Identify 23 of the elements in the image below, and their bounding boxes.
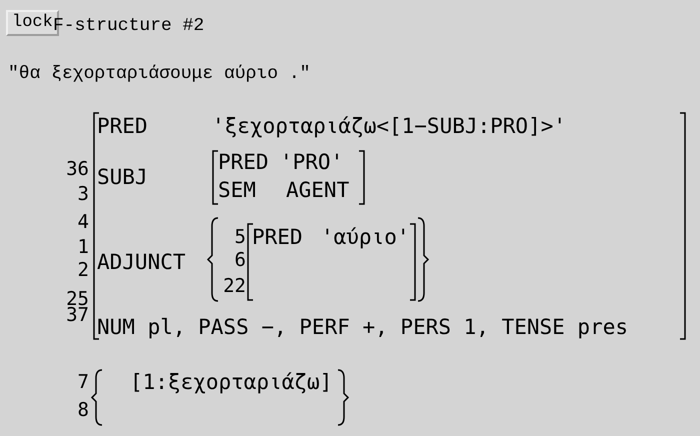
feature-text: PRED bbox=[97, 114, 148, 138]
sentence-text: "θα ξεχορταριάσουμε αύριο ." bbox=[8, 63, 310, 86]
feature-text: 'αύριο' bbox=[321, 225, 410, 249]
feature-text: SEM bbox=[218, 178, 256, 202]
index-number: 22 bbox=[223, 274, 246, 298]
feature-text: PRED bbox=[218, 150, 269, 174]
index-number: 6 bbox=[234, 248, 246, 272]
feature-text: NUM pl, PASS −, PERF +, PERS 1, TENSE pres bbox=[97, 315, 628, 339]
feature-text: 'PRO' bbox=[280, 150, 344, 174]
feature-text: SUBJ bbox=[97, 165, 148, 189]
feature-text: 'ξεχορταριάζω<[1−SUBJ:PRO]>' bbox=[212, 114, 566, 138]
index-number: 36 bbox=[66, 157, 89, 181]
index-number: 4 bbox=[78, 210, 89, 234]
feature-text: ADJUNCT bbox=[97, 250, 186, 274]
index-number: 1 bbox=[78, 235, 89, 259]
index-number: 5 bbox=[234, 225, 246, 249]
index-number: 3 bbox=[78, 182, 89, 206]
index-number: 2 bbox=[78, 258, 89, 282]
index-number: 8 bbox=[78, 398, 89, 422]
feature-text: [1:ξεχορταριάζω] bbox=[130, 370, 332, 394]
index-number: 7 bbox=[78, 370, 89, 394]
feature-text: PRED bbox=[252, 225, 303, 249]
feature-text: AGENT bbox=[286, 178, 350, 202]
